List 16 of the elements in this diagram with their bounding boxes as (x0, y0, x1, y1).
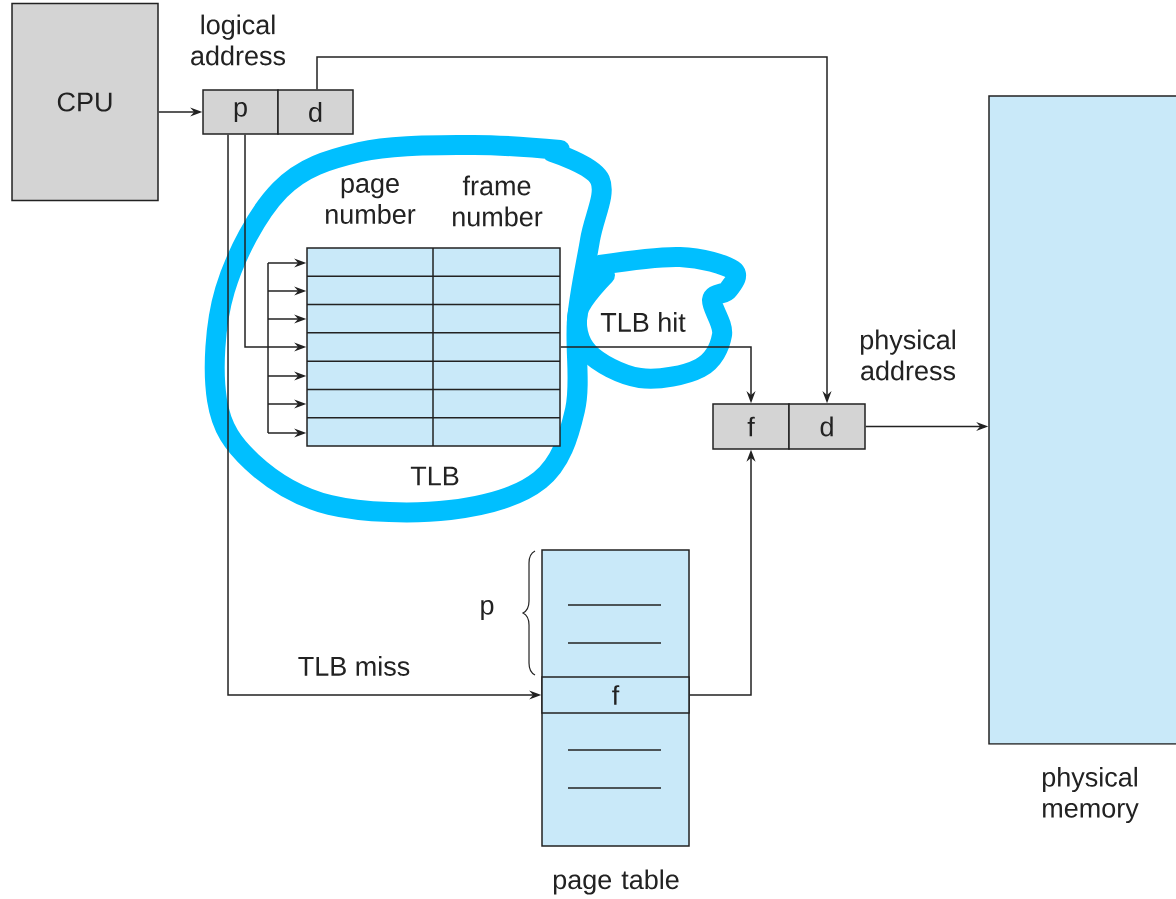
edge-label: TLB miss (298, 656, 410, 676)
address-cell: d (788, 403, 866, 450)
edge-label: TLB hit (600, 312, 686, 332)
text-label: logical address (191, 14, 286, 66)
node-label: physical memory (1042, 766, 1139, 824)
column-heading: page number (326, 178, 416, 224)
text-label: physical address (860, 329, 956, 381)
table-row: f (541, 676, 690, 714)
text-label: p (481, 599, 494, 621)
node-label: page table (553, 869, 679, 895)
column-heading: frame number (453, 175, 543, 227)
node-label: TLB (410, 466, 459, 486)
address-cell: d (277, 89, 354, 135)
address-cell: f (712, 403, 790, 450)
address-cell: p (202, 89, 279, 135)
cpu-box: CPU (11, 2, 159, 202)
